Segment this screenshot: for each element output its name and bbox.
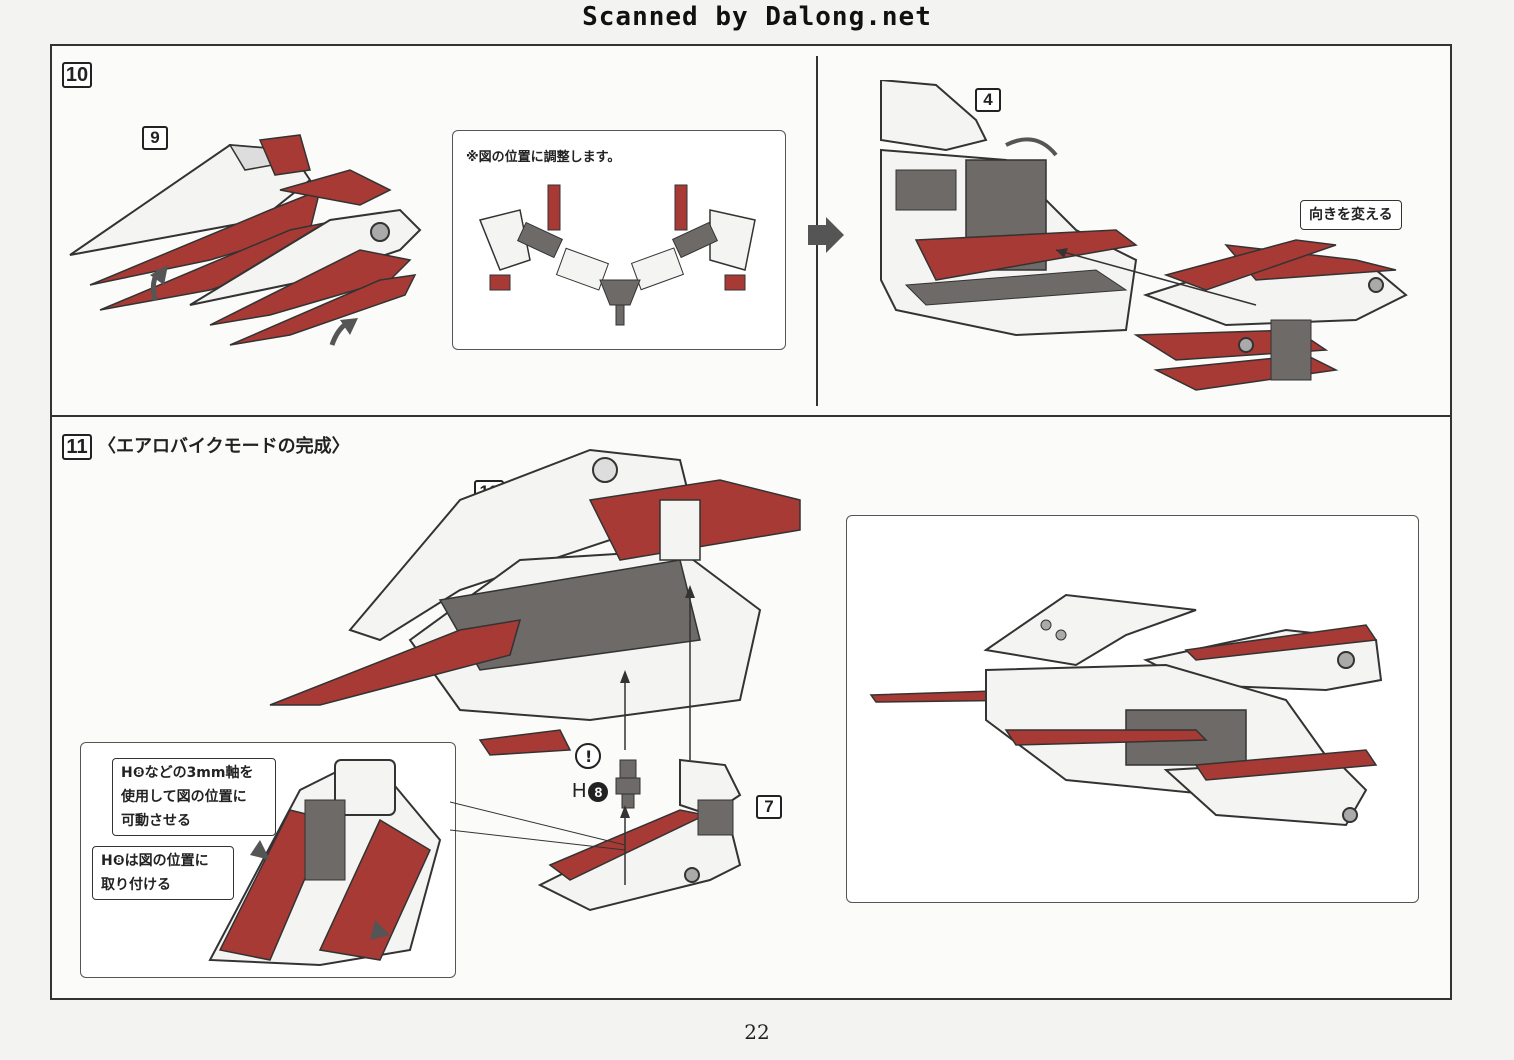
step-divider-horizontal: [50, 415, 1452, 417]
callout-1-line-2: 使用して図の位置に: [121, 789, 247, 805]
detail-inset-illustration: [208, 759, 442, 967]
part-label-7: 7: [756, 795, 782, 819]
aerobike-assembly-illustration: [269, 448, 801, 760]
h8-letter: H: [572, 780, 587, 802]
step-10-number: 10: [62, 62, 92, 88]
adjusted-joint-illustration: [478, 184, 756, 326]
h8-number-badge: 8: [588, 781, 609, 802]
rotate-3mm-callout: H❽などの3mm軸を 使用して図の位置に 可動させる: [112, 758, 276, 836]
arm-unit-illustration: [537, 758, 742, 912]
callout-1-line-3: 可動させる: [121, 813, 191, 829]
h8-part-label: H 8: [572, 780, 609, 803]
callout-1-line-1: H❽などの3mm軸を: [121, 765, 254, 781]
rotate-callout: 向きを変える: [1300, 200, 1402, 230]
inset-leader-lines: [450, 801, 626, 851]
body-attach-illustration: [880, 80, 1408, 391]
completed-aerobike-illustration: [869, 593, 1383, 827]
step-11-title: 〈エアロバイクモードの完成〉: [98, 436, 350, 457]
caution-icon: [575, 743, 601, 769]
h8-joint-part: [615, 759, 641, 809]
part-label-4: 4: [975, 88, 1001, 112]
page-number: 22: [744, 1020, 770, 1044]
scan-watermark: Scanned by Dalong.net: [582, 2, 932, 32]
part-label-9: 9: [142, 126, 168, 150]
adjust-position-note: ※図の位置に調整します。: [466, 150, 621, 165]
caution-mark: !: [585, 747, 593, 766]
callout-2-line-1: H❽は図の位置に: [101, 853, 209, 869]
step-11-number: 11: [62, 434, 92, 460]
wing-units-illustration: [69, 134, 422, 346]
callout-2-line-2: 取り付ける: [101, 877, 171, 893]
attach-h8-callout: H❽は図の位置に 取り付ける: [92, 846, 234, 900]
proceed-arrow-icon: [808, 217, 844, 253]
